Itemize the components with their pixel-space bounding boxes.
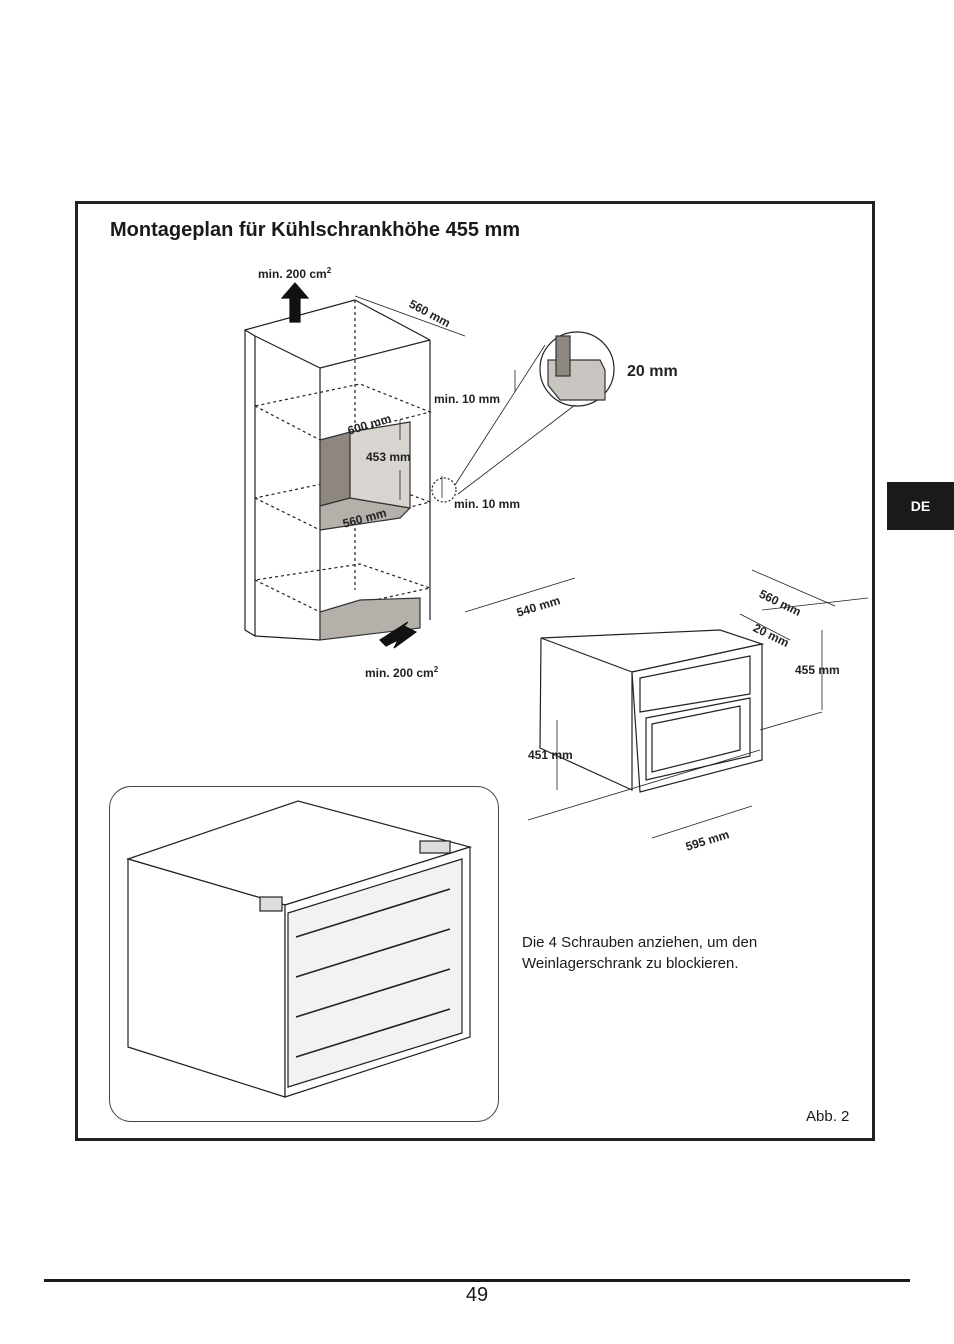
page-number: 49 [465,1284,489,1306]
vent-in-arrow [379,621,418,649]
gap-top-label: min. 10 mm [434,392,501,406]
figure-label: Abb. 2 [806,1108,850,1125]
lower-vent-floor [319,597,421,641]
vent-bottom-label: min. 200 cm2 [365,665,439,680]
instruction-note: Die 4 Schrauben anziehen, um den Weinlag… [522,934,758,972]
niche-back [319,431,351,507]
niche-side [349,421,411,509]
vent-up-arrow [280,282,310,323]
language-tab: DE [887,482,954,530]
cabinet-left-panel [244,328,256,638]
niche-floor [319,497,412,531]
appliance-front [631,643,763,793]
detail-gap-label: 20 mm [627,363,678,380]
niche-height-label: 453 mm [366,450,411,464]
gap-bottom-label: min. 10 mm [454,497,521,511]
figure-frame [75,201,875,1141]
vent-top-label: min. 200 cm2 [258,266,332,281]
front-height-label: 455 mm [795,663,840,677]
page-title: Montageplan für Kühlschrankhöhe 455 mm [110,219,521,241]
body-height-label: 451 mm [528,748,573,762]
screw-detail-box [109,786,499,1122]
appliance-body [539,637,633,791]
wine-cabinet-illustration [126,800,473,1098]
footer-rule [44,1279,910,1282]
cabinet-front-edge [254,335,321,641]
